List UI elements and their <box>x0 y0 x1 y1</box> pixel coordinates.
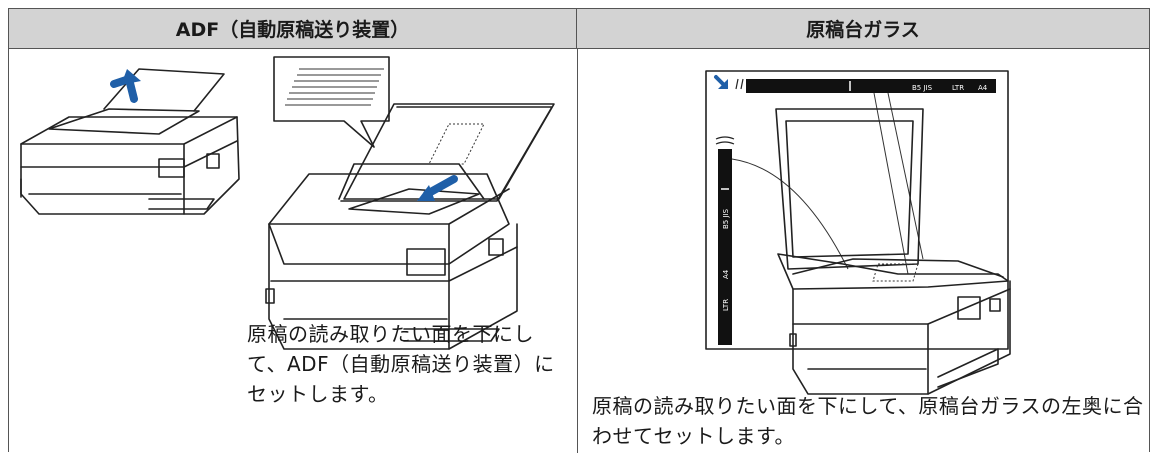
top-ruler: B5 JIS LTR A4 <box>735 78 996 93</box>
ruler-a4-label: A4 <box>978 84 988 92</box>
document-bubble <box>273 56 390 148</box>
svg-text:B5 JIS: B5 JIS <box>722 208 730 229</box>
caption-adf: 原稿の読み取りたい面を下にして、ADF（自動原稿送り装置）にセットします。 <box>247 322 555 406</box>
cell-glass: B5 JIS LTR A4 B5 JIS A4 LTR <box>578 49 1149 453</box>
corner-arrow-icon <box>714 75 728 89</box>
adf-illustration <box>20 56 555 350</box>
svg-text:A4: A4 <box>722 269 730 279</box>
header-adf: ADF（自動原稿送り装置） <box>9 9 577 49</box>
left-ruler: B5 JIS A4 LTR <box>715 136 735 345</box>
caption-glass: 原稿の読み取りたい面を下にして、原稿台ガラスの左奥に合わせてセットします。 <box>592 394 1144 448</box>
comparison-table: ADF（自動原稿送り装置） 原稿台ガラス <box>8 8 1150 453</box>
svg-text:LTR: LTR <box>722 299 730 311</box>
column-divider <box>577 49 578 453</box>
header-glass: 原稿台ガラス <box>577 9 1149 49</box>
glass-illustration: B5 JIS LTR A4 B5 JIS A4 LTR <box>705 70 1011 395</box>
ruler-ltr-label: LTR <box>952 84 964 92</box>
cell-adf: 原稿の読み取りたい面を下にして、ADF（自動原稿送り装置）にセットします。 <box>9 49 577 453</box>
ruler-b5-label: B5 JIS <box>912 84 933 92</box>
printer-scanner-open <box>775 108 1011 395</box>
printer-open-tray <box>20 68 240 215</box>
printer-loading <box>265 103 555 350</box>
